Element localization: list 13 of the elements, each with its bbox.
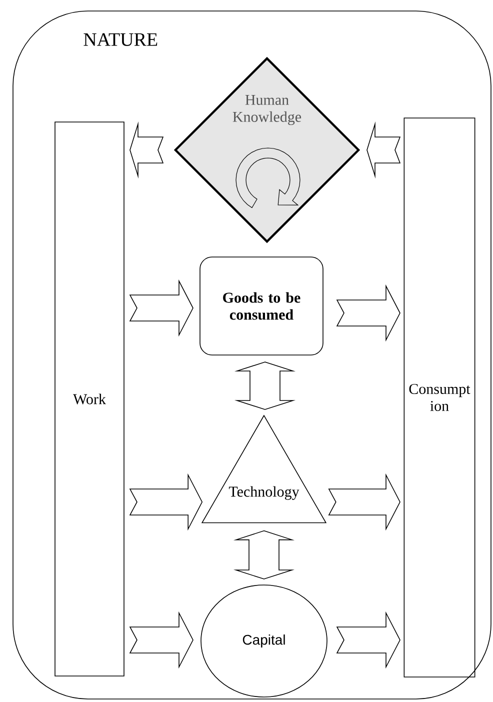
- block-arrow: [129, 473, 203, 531]
- block-arrow: [233, 530, 295, 580]
- block-arrow: [328, 473, 400, 531]
- goods-box: Goods to be consumed: [200, 256, 324, 356]
- work-column: Work: [54, 122, 124, 676]
- block-arrow: [129, 611, 194, 669]
- block-arrow: [129, 279, 194, 337]
- block-arrow: [336, 611, 400, 669]
- block-arrow: [130, 121, 164, 179]
- block-arrow: [336, 284, 400, 342]
- consumption-column: Consumpt ion: [404, 118, 476, 678]
- block-arrow: [234, 362, 296, 410]
- block-arrow: [366, 121, 401, 179]
